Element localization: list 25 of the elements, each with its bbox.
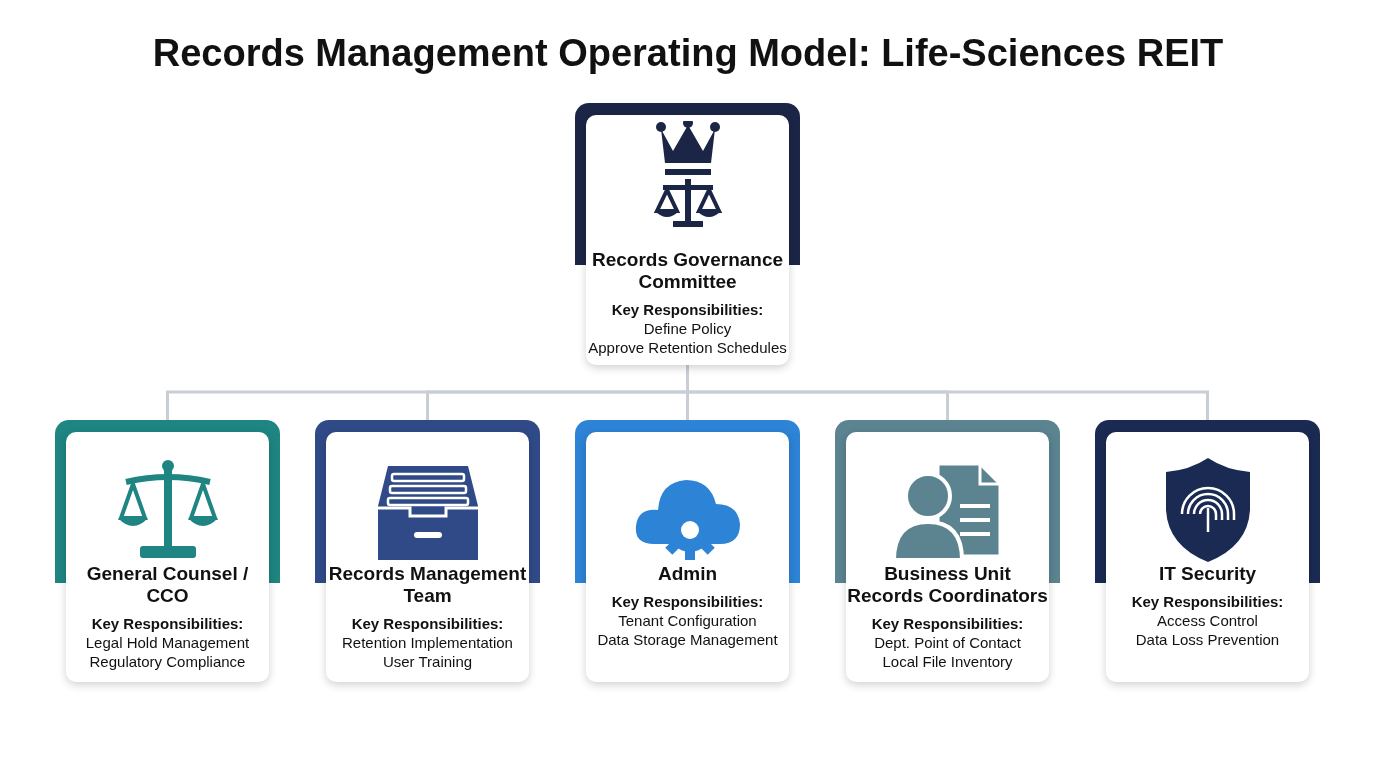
responsibility-item: Legal Hold Management	[85, 633, 250, 652]
responsibility-item: Define Policy	[643, 319, 732, 338]
responsibility-item: Approve Retention Schedules	[588, 338, 787, 357]
responsibility-item: Local File Inventory	[882, 652, 1013, 671]
responsibilities-heading: Key Responsibilities:	[611, 593, 764, 611]
responsibilities-heading: Key Responsibilities:	[871, 615, 1024, 633]
responsibilities-heading: Key Responsibilities:	[1131, 593, 1284, 611]
responsibility-item: Dept. Point of Contact	[874, 633, 1021, 652]
responsibility-item: Retention Implementation	[342, 633, 513, 652]
role-title: Records Governance Committee	[590, 249, 785, 293]
role-title: Records Management Team	[327, 563, 528, 607]
responsibility-item: Regulatory Compliance	[89, 652, 246, 671]
role-title: Business Unit Records Coordinators	[846, 563, 1049, 607]
responsibilities-heading: Key Responsibilities:	[611, 301, 764, 319]
responsibility-item: Access Control	[1157, 611, 1258, 630]
responsibility-item: Data Storage Management	[597, 630, 778, 649]
responsibility-item: Data Loss Prevention	[1135, 630, 1280, 649]
responsibilities-heading: Key Responsibilities:	[351, 615, 504, 633]
role-title: Admin	[657, 563, 718, 585]
responsibility-item: User Training	[382, 652, 473, 671]
title: Records Management Operating Model: Life-Sciences REIT	[151, 32, 1225, 75]
role-title: IT Security	[1158, 563, 1257, 585]
responsibility-item: Tenant Configuration	[618, 611, 757, 630]
responsibilities-heading: Key Responsibilities:	[91, 615, 244, 633]
role-title: General Counsel / CCO	[85, 563, 250, 607]
